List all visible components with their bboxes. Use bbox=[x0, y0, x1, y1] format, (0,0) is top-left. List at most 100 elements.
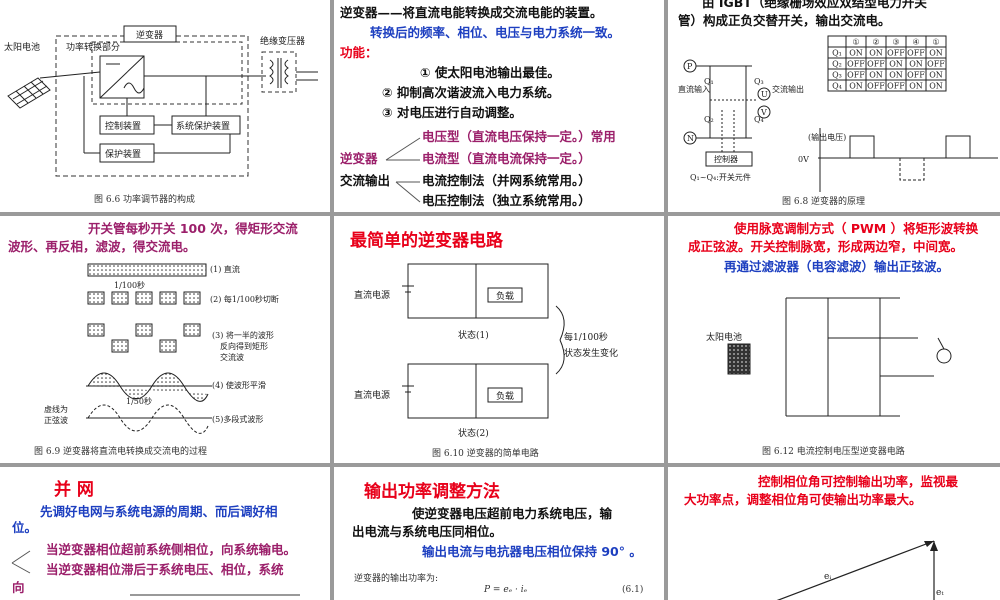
slide-power-conditioner: 太阳电池 功率转换部分 逆变器 绝缘变压器 控制装置 系统保护装置 保护装置 图… bbox=[0, 0, 330, 212]
intro-line-2: 波形、再反相，滤波，得交流电。 bbox=[8, 239, 196, 254]
simple-inverter-diagram: 直流电源 直流电源 负载 负载 状态(1) 状态(2) 每1/100秒 状态发生… bbox=[354, 263, 618, 439]
svg-text:(4) 使波形平滑: (4) 使波形平滑 bbox=[212, 380, 266, 390]
table-cell-text: ④ bbox=[912, 38, 919, 47]
svg-text:Q₁: Q₁ bbox=[704, 77, 714, 86]
solar-panel-icon bbox=[7, 77, 51, 109]
table-cell-text: ON bbox=[889, 60, 903, 69]
waveform-process-diagram: (1) 直流 (2) 每1/100秒切断 (3) 将一半的波形 反向得到矩形 交… bbox=[44, 263, 279, 434]
load-label: 负载 bbox=[496, 290, 514, 302]
table-cell bbox=[827, 35, 847, 48]
branch-lines bbox=[385, 137, 421, 203]
slide-title: 输出功率调整方法 bbox=[364, 482, 500, 502]
phase-line: 输出电流与电抗器电压相位保持 90° 。 bbox=[422, 544, 642, 559]
table-cell-text: Q₁ bbox=[832, 49, 842, 58]
dc-input-label: 直流输入 bbox=[678, 84, 710, 94]
table-cell-text: OFF bbox=[907, 71, 925, 80]
power-part-label: 功率转换部分 bbox=[66, 41, 120, 53]
table-cell-text: OFF bbox=[927, 60, 945, 69]
svg-text:(5)多段式波形: (5)多段式波形 bbox=[212, 414, 263, 424]
svg-text:U: U bbox=[761, 90, 768, 99]
lag-line: 当逆变器相位滞后于系统电压、相位，系统 bbox=[46, 562, 284, 577]
voltage-control: 电压控制法（独立系统常用。） bbox=[422, 193, 591, 208]
ac-output-label: 交流输出 bbox=[340, 173, 391, 188]
table-cell-text: Q₄ bbox=[832, 82, 842, 91]
phasor-diagram: eᵢ eₜ bbox=[776, 540, 944, 600]
slide-pwm: 使用脉宽调制方式（ PWM ）将矩形波转换 成正弦波。开关控制脉宽，形成两边窄，… bbox=[668, 216, 1000, 463]
svg-text:N: N bbox=[687, 134, 694, 143]
svg-text:正弦波: 正弦波 bbox=[44, 415, 68, 425]
method-line-2: 出电流与系统电压同相位。 bbox=[352, 524, 503, 539]
table-cell-text: OFF bbox=[867, 60, 885, 69]
svg-text:交流波: 交流波 bbox=[220, 352, 244, 362]
consistency-line: 转换后的频率、相位、电压与电力系统一致。 bbox=[370, 25, 621, 40]
transformer-label: 绝缘变压器 bbox=[260, 35, 305, 47]
bracket-lines bbox=[11, 550, 300, 596]
figure-caption: 图 6.6 功率调节器的构成 bbox=[94, 195, 196, 205]
slide-title: 并 网 bbox=[54, 480, 94, 500]
table-cell-text: OFF bbox=[847, 71, 865, 80]
table-cell-text: ① bbox=[932, 38, 939, 47]
state-1-label: 状态(1) bbox=[458, 329, 489, 341]
svg-text:(2) 每1/100秒切断: (2) 每1/100秒切断 bbox=[210, 294, 279, 304]
table-cell-text: ON bbox=[849, 49, 863, 58]
slide-inverter-principle: 由 IGBT（绝缘栅场效应双结型电力开关 管）构成正负交替开关，输出交流电。 P… bbox=[668, 0, 1000, 212]
igbt-line: 由 IGBT（绝缘栅场效应双结型电力开关 bbox=[702, 0, 927, 10]
output-voltage-label: (输出电压) bbox=[808, 132, 846, 142]
switches-label: Q₁~Q₄:开关元件 bbox=[690, 172, 751, 182]
inverter-label: 逆变器 bbox=[340, 151, 378, 166]
svg-text:P: P bbox=[687, 62, 693, 71]
figure-caption: 图 6.9 逆变器将直流电转换成交流电的过程 bbox=[34, 447, 208, 457]
table-cell-text: ON bbox=[869, 71, 883, 80]
slide-grid-connection: 并 网 先调好电网与系统电源的周期、而后调好相 位。 当逆变器相位超前系统侧相位… bbox=[0, 467, 330, 600]
solar-label: 太阳电池 bbox=[4, 41, 40, 53]
control-label: 控制装置 bbox=[105, 120, 141, 132]
svg-text:(3) 将一半的波形: (3) 将一半的波形 bbox=[212, 330, 274, 340]
svg-text:反向得到矩形: 反向得到矩形 bbox=[220, 341, 268, 351]
table-cell-text: ON bbox=[929, 49, 943, 58]
controller-label: 控制器 bbox=[714, 154, 738, 164]
table-cell-text: ON bbox=[909, 60, 923, 69]
table-cell-text: ③ bbox=[892, 38, 899, 47]
formula: P = eₑ · iₑ bbox=[484, 585, 528, 595]
table-cell-text: Q₃ bbox=[832, 71, 842, 80]
figure-caption: 图 6.10 逆变器的简单电路 bbox=[432, 449, 539, 459]
svg-text:1/100秒: 1/100秒 bbox=[114, 280, 145, 290]
slide-output-power: 输出功率调整方法 使逆变器电压超前电力系统电压，输 出电流与系统电压同相位。 输… bbox=[334, 467, 664, 600]
slide-inverter-definition: 逆变器——将直流电能转换成交流电能的装置。 转换后的频率、相位、电压与电力系统一… bbox=[334, 0, 664, 212]
table-cell-text: ② bbox=[872, 38, 879, 47]
vector-label: eᵢ bbox=[824, 572, 831, 582]
igbt-line-2: 管）构成正负交替开关，输出交流电。 bbox=[678, 13, 891, 28]
table-cell-text: ON bbox=[929, 82, 943, 91]
table-cell-text: ON bbox=[929, 71, 943, 80]
slide-title: 最简单的逆变器电路 bbox=[350, 231, 503, 251]
svg-text:Q₄: Q₄ bbox=[754, 115, 764, 124]
period-label: 每1/100秒 bbox=[564, 331, 608, 343]
sync-line-2: 位。 bbox=[12, 520, 38, 535]
zero-volt-label: 0V bbox=[798, 155, 809, 164]
pwm-inverter-diagram: 太阳电池 bbox=[706, 297, 952, 417]
phase-line-2: 大功率点，调整相位角可使输出功率最大。 bbox=[684, 492, 922, 507]
table-cell-text: ① bbox=[852, 38, 859, 47]
slide-waveform-process: 开关管每秒开关 100 次，得矩形交流 波形、再反相，滤波，得交流电。 (1) … bbox=[0, 216, 330, 463]
svg-text:1/50秒: 1/50秒 bbox=[126, 396, 152, 406]
svg-text:Q₂: Q₂ bbox=[704, 115, 714, 124]
table-cell-text: ON bbox=[889, 71, 903, 80]
equation-number: (6.1) bbox=[622, 585, 644, 595]
function-heading: 功能： bbox=[340, 45, 378, 60]
pwm-line: 使用脉宽调制方式（ PWM ）将矩形波转换 bbox=[734, 221, 979, 236]
figure-caption: 图 6.12 电流控制电压型逆变器电路 bbox=[762, 447, 905, 457]
table-cell-text: OFF bbox=[907, 49, 925, 58]
table-cell-text: OFF bbox=[867, 82, 885, 91]
function-item: ② 抑制高次谐波流入电力系统。 bbox=[382, 85, 560, 100]
function-item: ① 使太阳电池输出最佳。 bbox=[420, 65, 560, 80]
load-label: 负载 bbox=[496, 390, 514, 402]
slide-simple-inverter: 最简单的逆变器电路 直流电源 直流电源 负载 负载 状态(1) 状态(2) 每1… bbox=[334, 216, 664, 463]
table-cell-text: ON bbox=[909, 82, 923, 91]
table-cell bbox=[925, 79, 947, 92]
definition-line: 逆变器——将直流电能转换成交流电能的装置。 bbox=[340, 5, 603, 20]
lag-line-2: 向 bbox=[12, 580, 25, 595]
table-cell-text: OFF bbox=[887, 49, 905, 58]
dc-source-label: 直流电源 bbox=[354, 389, 390, 401]
svg-text:虚线为: 虚线为 bbox=[44, 404, 68, 414]
